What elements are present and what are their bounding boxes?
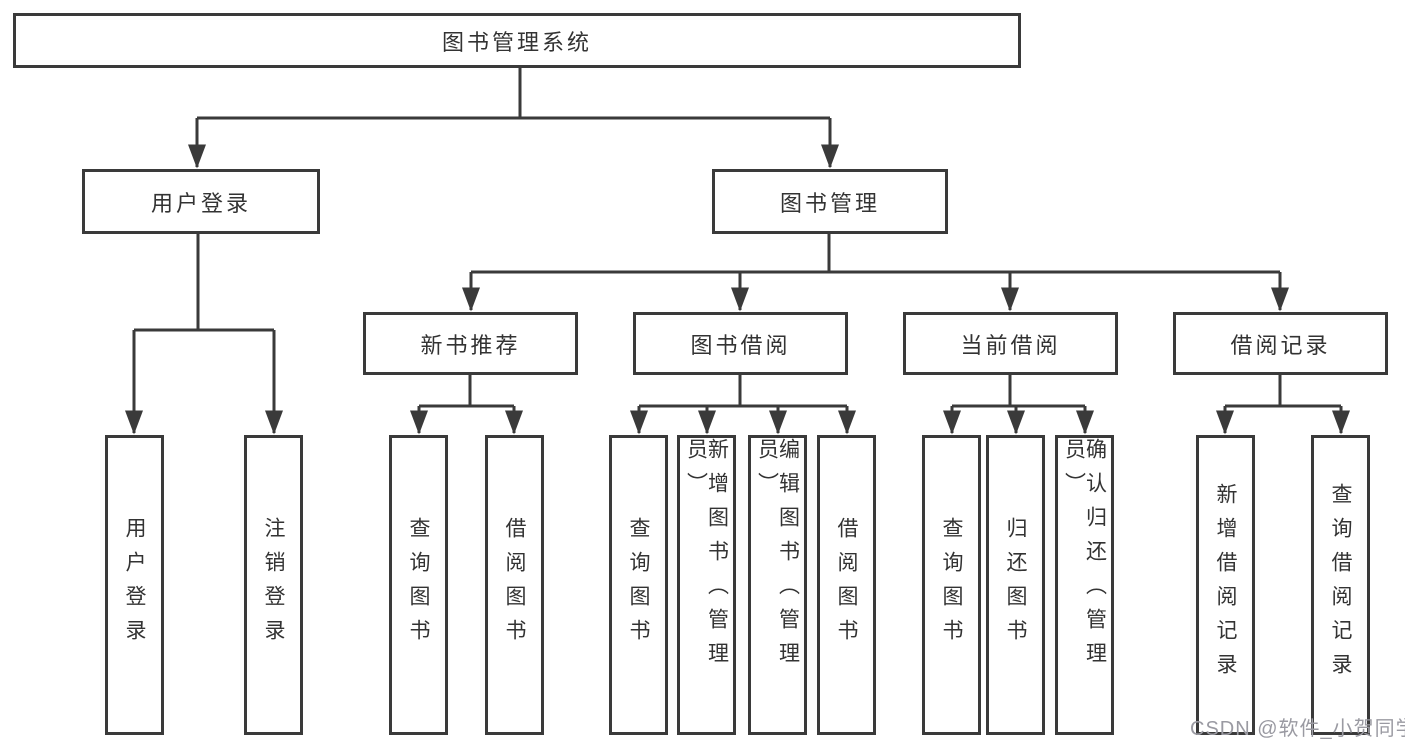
connector-root-trunk (197, 68, 830, 120)
leaf-records-query: 查询借阅记录 (1311, 435, 1370, 735)
csdn-watermark: CSDN @软件_小贺同学 (1190, 718, 1405, 740)
leaf-logout-label: 注销登录 (262, 517, 285, 653)
node-borrowing-records-label: 借阅记录 (1230, 332, 1331, 358)
leaf-current-query: 查询图书 (922, 435, 981, 735)
connector-book-borrowing-trunk (639, 375, 847, 408)
leaf-newbook-query-label: 查询图书 (407, 517, 430, 653)
connector-book-management-trunk (471, 234, 1280, 274)
leaf-current-confirm-admin-label: 确认归还（管理员） (1062, 438, 1107, 676)
node-root: 图书管理系统 (13, 13, 1021, 68)
leaf-newbook-borrow-label: 借阅图书 (503, 517, 526, 653)
leaf-current-return-label: 归还图书 (1004, 517, 1027, 653)
leaf-borrow-add-admin: 新增图书（管理员） (677, 435, 736, 735)
node-book-borrowing-label: 图书借阅 (690, 332, 791, 358)
leaf-logout: 注销登录 (244, 435, 303, 735)
leaf-records-add: 新增借阅记录 (1196, 435, 1255, 735)
leaf-borrow-borrow: 借阅图书 (817, 435, 876, 735)
node-user-login: 用户登录 (82, 169, 320, 234)
node-current-borrowing: 当前借阅 (903, 312, 1118, 375)
connector-user-login-trunk (134, 234, 274, 332)
connector-current-borrowing-trunk (952, 375, 1085, 408)
connector-borrowing-records-trunk (1225, 375, 1341, 408)
connector-new-book-trunk (419, 375, 514, 408)
leaf-borrow-edit-admin-label: 编辑图书（管理员） (755, 438, 800, 676)
leaf-borrow-add-admin-label: 新增图书（管理员） (684, 438, 729, 676)
node-root-label: 图书管理系统 (441, 29, 592, 55)
leaf-current-confirm-admin: 确认归还（管理员） (1055, 435, 1114, 735)
leaf-records-query-label: 查询借阅记录 (1329, 483, 1352, 687)
node-current-borrowing-label: 当前借阅 (960, 332, 1061, 358)
node-user-login-label: 用户登录 (150, 190, 251, 216)
node-new-book-recommend: 新书推荐 (363, 312, 578, 375)
leaf-newbook-query: 查询图书 (389, 435, 448, 735)
leaf-borrow-query: 查询图书 (609, 435, 668, 735)
leaf-records-add-label: 新增借阅记录 (1214, 483, 1237, 687)
leaf-borrow-borrow-label: 借阅图书 (835, 517, 858, 653)
leaf-current-return: 归还图书 (986, 435, 1045, 735)
node-borrowing-records: 借阅记录 (1173, 312, 1388, 375)
leaf-borrow-edit-admin: 编辑图书（管理员） (748, 435, 807, 735)
node-new-book-recommend-label: 新书推荐 (420, 332, 521, 358)
node-book-borrowing: 图书借阅 (633, 312, 848, 375)
node-book-management-label: 图书管理 (779, 190, 880, 216)
leaf-borrow-query-label: 查询图书 (627, 517, 650, 653)
leaf-user-login-label: 用户登录 (123, 517, 146, 653)
leaf-newbook-borrow: 借阅图书 (485, 435, 544, 735)
node-book-management: 图书管理 (712, 169, 948, 234)
leaf-current-query-label: 查询图书 (940, 517, 963, 653)
leaf-user-login: 用户登录 (105, 435, 164, 735)
